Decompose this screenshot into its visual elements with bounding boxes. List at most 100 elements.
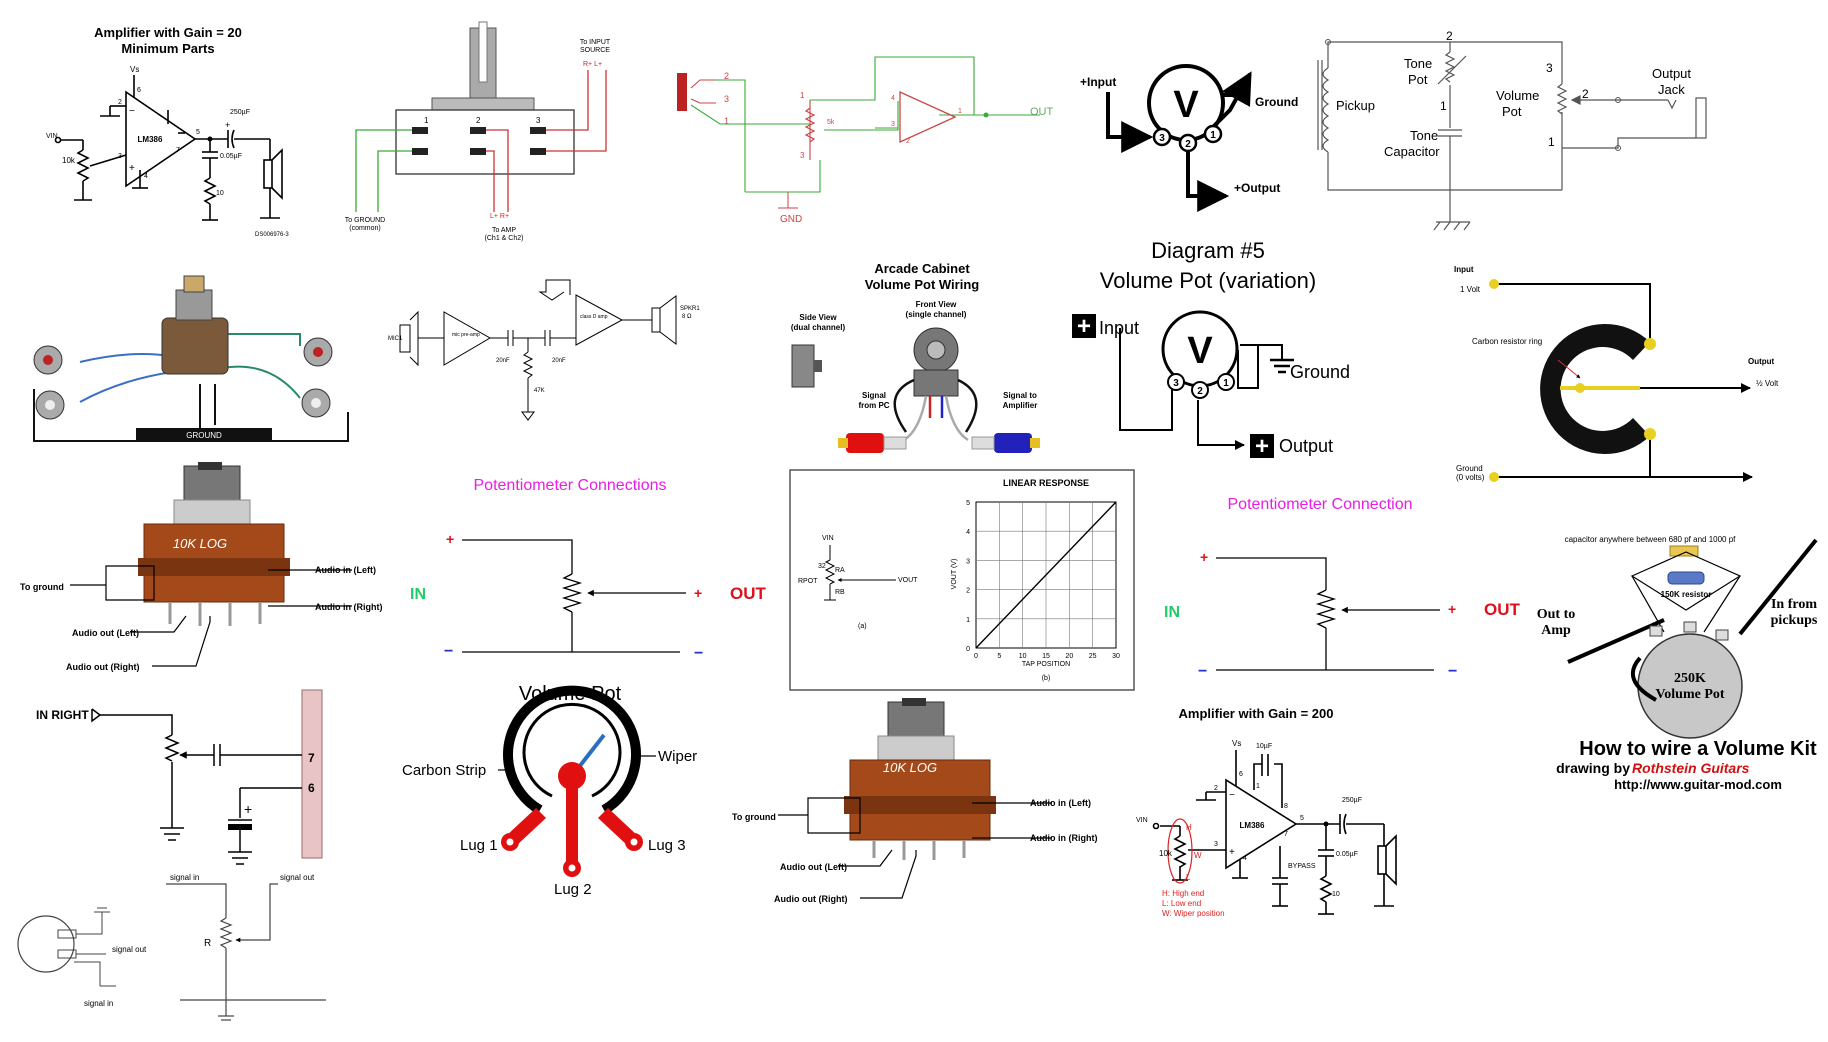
arcade-side-1: Side View xyxy=(799,313,837,322)
carbon-ring-shape xyxy=(1540,324,1650,455)
linear-ytick: 2 xyxy=(966,588,970,595)
vpot-top-lug-3: 3 xyxy=(1159,133,1165,144)
log10k-mid-out-right: Audio out (Right) xyxy=(774,894,847,904)
tone-num-2: 2 xyxy=(1446,29,1453,43)
potconn-right-plus-2: + xyxy=(1448,601,1456,617)
amp20-code-label: DS006976-3 xyxy=(255,232,289,238)
arcade-front-2: (single channel) xyxy=(906,310,967,319)
pot-pin-3: 3 xyxy=(800,151,805,160)
amp200-note-1: H: High end xyxy=(1162,889,1204,898)
tone-cap-label-2: Capacitor xyxy=(1384,144,1440,159)
preamp-c2: 20nF xyxy=(552,358,566,364)
amp200-cap-out: 250µF xyxy=(1342,797,1362,804)
amp200-opamp-triangle xyxy=(1225,778,1298,870)
panel-vpot-top: +Input Ground +Output V 3 2 1 xyxy=(1080,64,1298,212)
amp200-pin-8: 8 xyxy=(1284,803,1288,810)
vpot-top-lug-2: 2 xyxy=(1185,139,1191,150)
amp20-pot-label: 10k xyxy=(62,156,76,165)
volkit-out-amp-2: Amp xyxy=(1541,623,1571,638)
linear-ytick: 4 xyxy=(966,529,970,536)
preamp-r: 47K xyxy=(534,388,545,394)
linear-title: LINEAR RESPONSE xyxy=(1003,478,1089,488)
panel-amp-gain-20: Amplifier with Gain = 20 Minimum Parts L… xyxy=(46,25,289,238)
amp200-l: L xyxy=(1186,873,1191,882)
volkit-url: http://www.guitar-mod.com xyxy=(1614,777,1782,792)
vpot-top-input: +Input xyxy=(1080,75,1116,89)
amp200-res: 10 xyxy=(1332,891,1340,898)
carbon-ring-label: Carbon resistor ring xyxy=(1472,337,1542,346)
jack-pin-1: 1 xyxy=(724,116,729,126)
linear-response-line xyxy=(975,501,1117,649)
amp200-pin-3: 3 xyxy=(1214,841,1218,848)
potconn-right-out: OUT xyxy=(1484,600,1521,619)
amp20-vin-label: VIN xyxy=(46,133,58,140)
carbon-volt1-label: 1 Volt xyxy=(1460,285,1481,294)
linear-vin: VIN xyxy=(822,535,834,542)
amp20-cap2-label: 0.05µF xyxy=(220,153,242,160)
amp200-bypass: BYPASS xyxy=(1288,863,1316,870)
log10k-mid-ground: To ground xyxy=(732,812,776,822)
vol-pot-label-1: Volume xyxy=(1496,88,1539,103)
linear-ytick: 1 xyxy=(966,617,970,624)
rdiv-sig-out: signal out xyxy=(280,873,315,882)
amp200-w: W xyxy=(1194,851,1202,860)
volkit-out-amp-1: Out to xyxy=(1537,607,1576,622)
diag5-lug-3: 3 xyxy=(1173,378,1179,389)
log10k-left-label: 10K LOG xyxy=(173,536,227,551)
panel-pot-connection-right: Potentiometer Connection IN OUT + + − − xyxy=(1164,496,1521,680)
jack-bottom-sig-out: signal out xyxy=(112,945,147,954)
linear-32: 32 xyxy=(818,563,826,570)
switch-lug-3: 3 xyxy=(536,116,541,125)
volkit-title: How to wire a Volume Kit xyxy=(1579,738,1817,760)
jack-pin-3: 3 xyxy=(724,94,729,104)
switch-ground-1: To GROUND xyxy=(345,217,385,224)
switch-ground-2: (common) xyxy=(349,225,381,232)
amp20-res-label: 10 xyxy=(216,190,224,197)
potconn-right-minus-1: − xyxy=(1198,663,1207,680)
panel-linear-response: LINEAR RESPONSE VIN RA RB RPOT VOUT 32 (… xyxy=(789,469,1135,691)
log10k-left-in-left: Audio in (Left) xyxy=(315,565,376,575)
jackopamp-out-label: OUT xyxy=(1030,106,1054,118)
log10k-mid-label: 10K LOG xyxy=(883,760,937,775)
arcade-sig-pc-2: from PC xyxy=(858,401,889,410)
preamp-mic-label: MIC1 xyxy=(388,336,403,342)
preamp-c1: 20nF xyxy=(496,358,510,364)
linear-vout: VOUT xyxy=(898,577,918,584)
linear-xlabel: TAP POSITION xyxy=(1022,661,1070,668)
volkit-in-pick-2: pickups xyxy=(1771,613,1818,628)
volpot-carbon-label: Carbon Strip xyxy=(402,762,486,779)
log10k-mid-in-left: Audio in (Left) xyxy=(1030,798,1091,808)
diag5-title-1: Diagram #5 xyxy=(1151,238,1265,263)
log10k-left-out-right: Audio out (Right) xyxy=(66,662,139,672)
panel-10k-log-left: 10K LOG To ground Audio in (Left) Audio … xyxy=(20,462,382,672)
tone-pickup-label: Pickup xyxy=(1336,98,1375,113)
linear-xtick: 0 xyxy=(974,653,978,660)
pot-pin-1: 1 xyxy=(800,91,805,100)
opamp-pin-1: 1 xyxy=(958,108,962,115)
arcade-front-1: Front View xyxy=(916,300,958,309)
amp200-pin-5: 5 xyxy=(1300,815,1304,822)
switch-amp-1: To AMP xyxy=(492,227,516,234)
volkit-in-pick-1: In from xyxy=(1771,597,1817,612)
tone-num-1: 1 xyxy=(1440,99,1447,113)
carbon-output-label: Output xyxy=(1748,357,1775,366)
jackopamp-gnd-label: GND xyxy=(780,214,802,225)
log10k-left-in-right: Audio in (Right) xyxy=(315,602,382,612)
panel-amp-gain-200: Amplifier with Gain = 200 LM386 Vs VIN 1… xyxy=(1136,706,1397,918)
amp200-pin-1: 1 xyxy=(1256,783,1260,790)
vpot-top-output: +Output xyxy=(1234,181,1280,195)
jack-bottom-sig-in: signal in xyxy=(84,999,113,1008)
preamp-pre-label: mic pre-amp xyxy=(452,332,480,338)
tone-pot-label-1: Tone xyxy=(1404,56,1432,71)
panel-jack-bottom: signal out signal in signal in signal ou… xyxy=(17,873,326,1021)
vol-num-2: 2 xyxy=(1582,87,1589,101)
potconn-left-plus-1: + xyxy=(446,531,454,547)
amp20-title-2: Minimum Parts xyxy=(121,41,214,56)
linear-ytick: 0 xyxy=(966,646,970,653)
linear-sub-a: (a) xyxy=(858,623,867,630)
carbon-half-label: ½ Volt xyxy=(1756,379,1779,388)
amp20-pin-4: 4 xyxy=(144,173,148,180)
amp200-plus-input: + xyxy=(1229,847,1235,858)
